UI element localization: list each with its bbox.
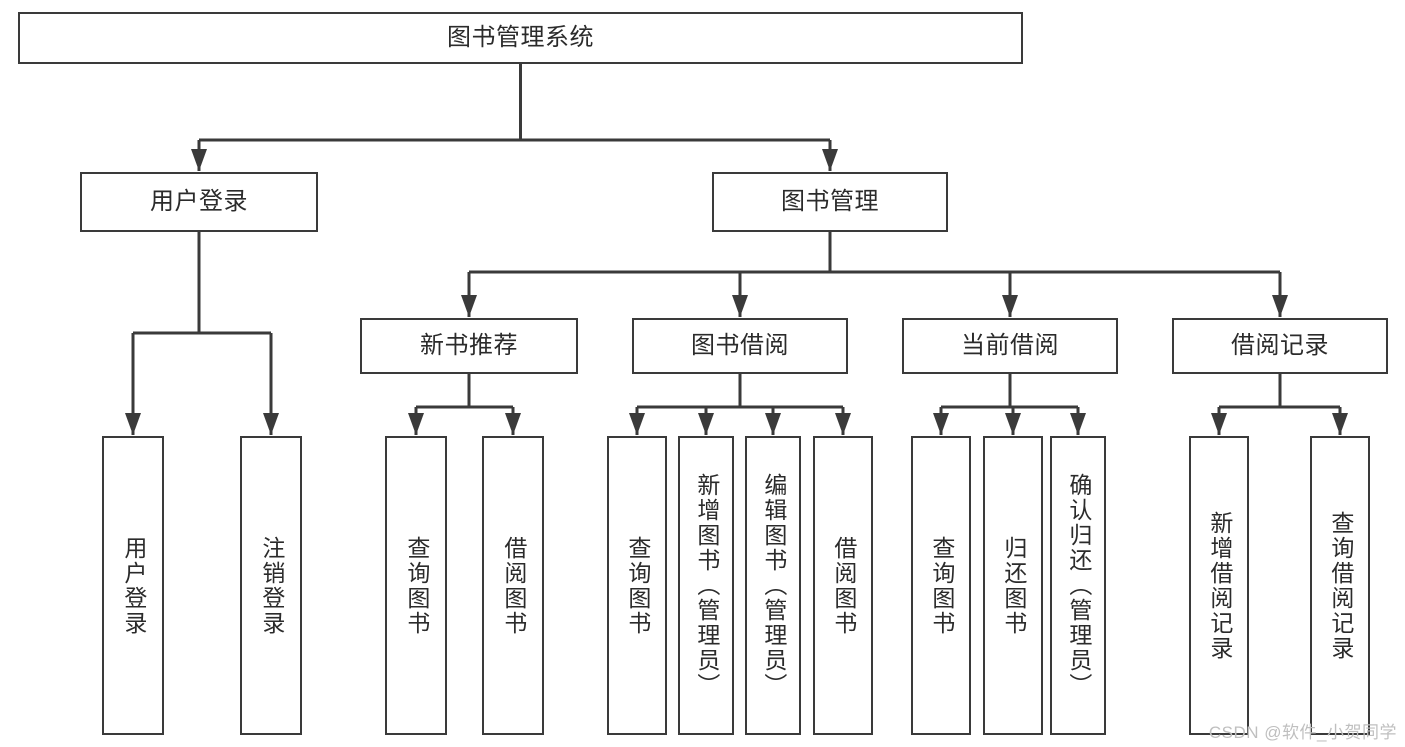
node-label-leaf-query-book-2: 查询图书 [624, 535, 651, 636]
arrowhead-current-borrow [1002, 295, 1018, 317]
node-book-manage[interactable]: 图书管理 [712, 172, 948, 232]
node-user-login[interactable]: 用户登录 [80, 172, 318, 232]
node-leaf-query-record[interactable]: 查询借阅记录 [1310, 436, 1370, 735]
node-label-leaf-add-record: 新增借阅记录 [1206, 510, 1233, 661]
arrowhead-leaf-user-login [125, 413, 141, 435]
arrowhead-leaf-query-book-2 [629, 413, 645, 435]
arrowhead-leaf-logout [263, 413, 279, 435]
arrowhead-leaf-add-book [698, 413, 714, 435]
node-label-leaf-confirm-return: 确认归还（管理员） [1065, 473, 1092, 698]
node-leaf-edit-book[interactable]: 编辑图书（管理员） [745, 436, 801, 735]
node-leaf-query-book-2[interactable]: 查询图书 [607, 436, 667, 735]
arrowhead-borrow-record [1272, 295, 1288, 317]
node-leaf-add-book[interactable]: 新增图书（管理员） [678, 436, 734, 735]
node-label-leaf-query-record: 查询借阅记录 [1327, 510, 1354, 661]
arrowhead-leaf-return-book [1005, 413, 1021, 435]
node-book-borrow[interactable]: 图书借阅 [632, 318, 848, 374]
node-leaf-return-book[interactable]: 归还图书 [983, 436, 1043, 735]
node-current-borrow[interactable]: 当前借阅 [902, 318, 1118, 374]
node-label-user-login: 用户登录 [150, 187, 248, 215]
arrowhead-leaf-borrow-book-1 [505, 413, 521, 435]
arrowhead-new-book-recommend [461, 295, 477, 317]
node-label-root: 图书管理系统 [447, 23, 594, 51]
node-label-current-borrow: 当前借阅 [961, 331, 1059, 359]
node-borrow-record[interactable]: 借阅记录 [1172, 318, 1388, 374]
node-label-borrow-record: 借阅记录 [1231, 331, 1329, 359]
node-label-leaf-borrow-book-2: 借阅图书 [830, 535, 857, 636]
node-label-leaf-logout: 注销登录 [258, 535, 285, 636]
node-leaf-query-book-1[interactable]: 查询图书 [385, 436, 447, 735]
node-label-book-borrow: 图书借阅 [691, 331, 789, 359]
node-label-leaf-add-book: 新增图书（管理员） [693, 473, 720, 698]
node-new-book-recommend[interactable]: 新书推荐 [360, 318, 578, 374]
node-leaf-confirm-return[interactable]: 确认归还（管理员） [1050, 436, 1106, 735]
arrowhead-leaf-edit-book [765, 413, 781, 435]
arrowhead-leaf-query-book-3 [933, 413, 949, 435]
arrowhead-book-manage [822, 149, 838, 171]
node-label-leaf-borrow-book-1: 借阅图书 [500, 535, 527, 636]
node-label-leaf-user-login: 用户登录 [120, 535, 147, 636]
node-leaf-borrow-book-1[interactable]: 借阅图书 [482, 436, 544, 735]
arrowhead-leaf-confirm-return [1070, 413, 1086, 435]
node-leaf-user-login[interactable]: 用户登录 [102, 436, 164, 735]
node-leaf-borrow-book-2[interactable]: 借阅图书 [813, 436, 873, 735]
node-root[interactable]: 图书管理系统 [18, 12, 1023, 64]
node-label-leaf-edit-book: 编辑图书（管理员） [760, 473, 787, 698]
node-label-book-manage: 图书管理 [781, 187, 879, 215]
arrowhead-leaf-query-record [1332, 413, 1348, 435]
node-leaf-query-book-3[interactable]: 查询图书 [911, 436, 971, 735]
arrowhead-book-borrow [732, 295, 748, 317]
node-leaf-logout[interactable]: 注销登录 [240, 436, 302, 735]
arrowhead-leaf-query-book-1 [408, 413, 424, 435]
node-label-leaf-query-book-1: 查询图书 [403, 535, 430, 636]
node-label-leaf-return-book: 归还图书 [1000, 535, 1027, 636]
arrowhead-leaf-borrow-book-2 [835, 413, 851, 435]
node-leaf-add-record[interactable]: 新增借阅记录 [1189, 436, 1249, 735]
arrowhead-leaf-add-record [1211, 413, 1227, 435]
node-label-leaf-query-book-3: 查询图书 [928, 535, 955, 636]
node-label-new-book-recommend: 新书推荐 [420, 331, 518, 359]
arrowhead-user-login [191, 149, 207, 171]
